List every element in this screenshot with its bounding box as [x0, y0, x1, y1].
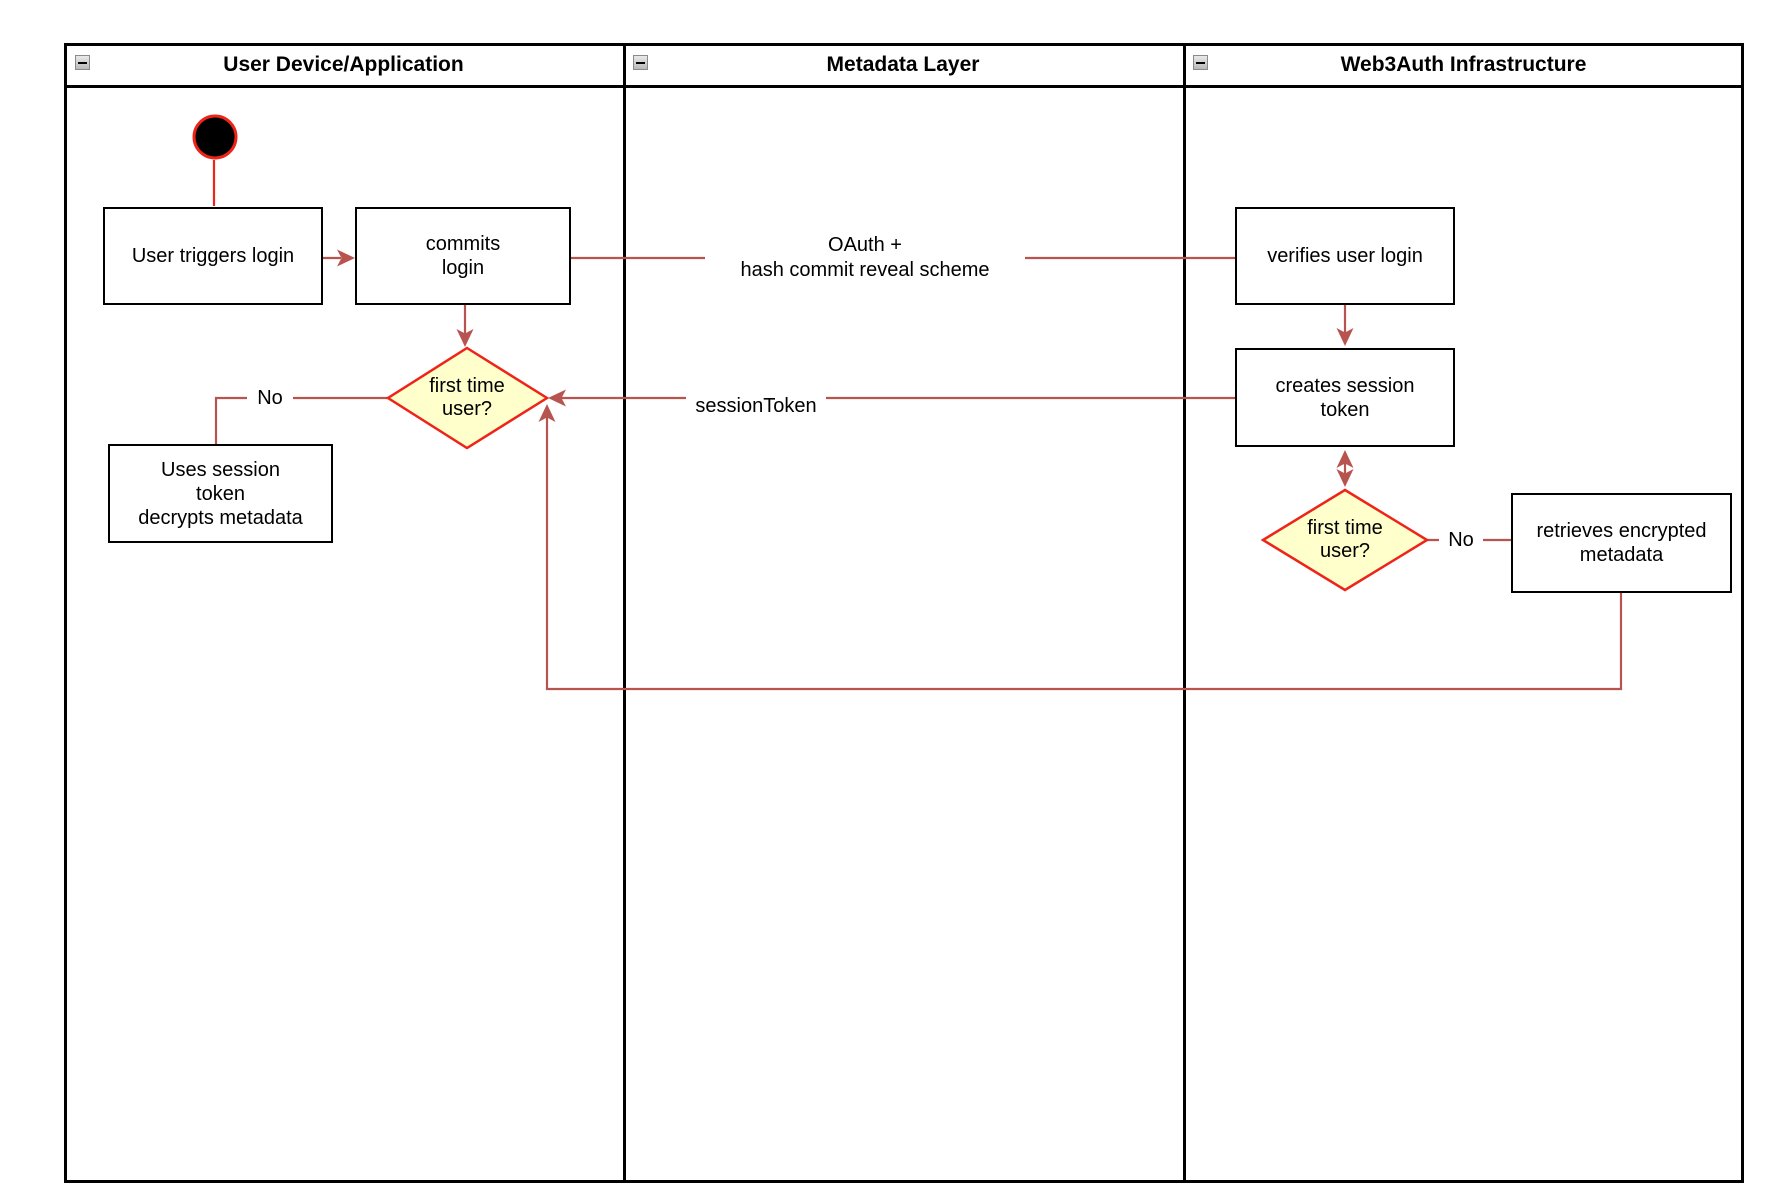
- decision-label-right: first time user?: [1265, 517, 1425, 563]
- edge-label-no-left: No: [247, 386, 293, 411]
- lane-title-web3auth: Web3Auth Infrastructure: [1340, 53, 1587, 76]
- decision-label-left: first time user?: [387, 375, 547, 421]
- lane-divider-2: [1183, 43, 1186, 1183]
- decision-label-line: first time: [429, 375, 505, 397]
- decision-label-line: user?: [1319, 540, 1371, 562]
- node-label: token: [196, 482, 245, 505]
- node-label: decrypts metadata: [138, 506, 303, 529]
- node-label: User triggers login: [131, 245, 295, 267]
- node-label: creates session: [1275, 374, 1415, 397]
- edge-label-oauth: OAuth + hash commit reveal scheme: [705, 233, 1025, 283]
- node-user-triggers-login[interactable]: User triggers login: [103, 207, 323, 305]
- lane-header-separator: [64, 85, 1744, 88]
- collapse-minus-icon[interactable]: [1193, 55, 1208, 70]
- node-uses-session-token[interactable]: Uses session token decrypts metadata: [108, 444, 333, 543]
- minus-glyph: [1196, 61, 1205, 64]
- lane-divider-1: [623, 43, 626, 1183]
- node-label: Uses session: [161, 458, 280, 481]
- node-label: metadata: [1579, 544, 1664, 566]
- edge-label-line: hash commit reveal scheme: [740, 259, 990, 281]
- node-label: login: [441, 257, 485, 279]
- minus-glyph: [78, 61, 87, 64]
- node-label: verifies user login: [1267, 245, 1423, 267]
- node-label: token: [1320, 398, 1370, 421]
- edge-label-no-right: No: [1439, 528, 1483, 553]
- node-creates-session-token[interactable]: creates session token: [1235, 348, 1455, 447]
- node-commits-login[interactable]: commits login: [355, 207, 571, 305]
- node-label: commits: [425, 233, 501, 255]
- minus-glyph: [636, 61, 645, 64]
- node-label: retrieves encrypted: [1536, 520, 1707, 542]
- edge-label-line: OAuth +: [828, 234, 902, 256]
- decision-label-line: user?: [441, 398, 493, 420]
- node-retrieves-encrypted-metadata[interactable]: retrieves encrypted metadata: [1511, 493, 1732, 593]
- collapse-minus-icon[interactable]: [633, 55, 648, 70]
- edge-label-session-token: sessionToken: [686, 394, 826, 419]
- lane-title-user-device: User Device/Application: [223, 53, 464, 76]
- collapse-minus-icon[interactable]: [75, 55, 90, 70]
- decision-label-line: first time: [1307, 517, 1383, 539]
- lane-title-metadata-layer: Metadata Layer: [826, 53, 980, 76]
- swimlane-frame: [64, 43, 1744, 1183]
- node-verifies-user-login[interactable]: verifies user login: [1235, 207, 1455, 305]
